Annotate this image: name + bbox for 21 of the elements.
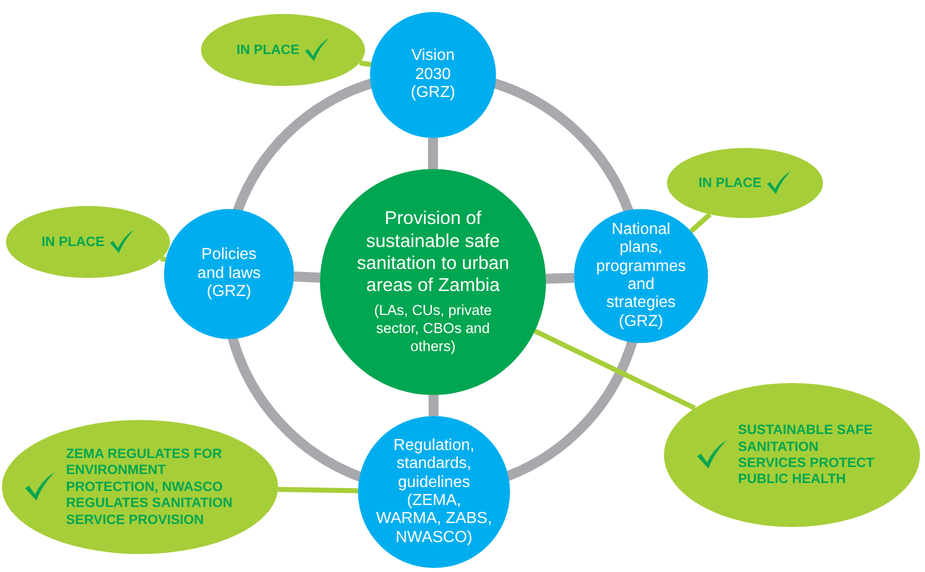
connector-line bbox=[294, 272, 320, 283]
callout-text: IN PLACE bbox=[41, 234, 104, 250]
stakeholder-text: (LAs, CUs, private sector, CBOs and others) bbox=[373, 302, 493, 357]
topic-label: National plans, programmes and strategies (GRZ) bbox=[595, 220, 687, 332]
goal-text: Provision of sustainable safe sanitation to urban areas of Zambia bbox=[356, 207, 510, 296]
callout-tail bbox=[278, 486, 358, 494]
callout-tail bbox=[359, 60, 372, 68]
callout-text: ZEMA REGULATES FOR ENVIRONMENT PROTECTION, NWASCO REGULATES SANITATION SERVICE PROVISION bbox=[66, 446, 234, 528]
topic-label: Policies and laws (GRZ) bbox=[196, 246, 262, 302]
ring-connector bbox=[504, 339, 638, 482]
connector-line bbox=[546, 272, 574, 284]
callout-tail bbox=[534, 328, 696, 410]
callout-text: IN PLACE bbox=[236, 42, 300, 58]
ring-connector bbox=[492, 78, 634, 214]
topic-label: Vision 2030 (GRZ) bbox=[410, 47, 456, 103]
topic-label: Regulation, standards, guidelines (ZEMA, WARMA, ZABS, NWASCO) bbox=[375, 436, 493, 548]
connector-line bbox=[428, 138, 438, 169]
connector-line bbox=[428, 394, 439, 416]
callout-text: SUSTAINABLE SAFE SANITATION SERVICES PROTECT PUBLIC HEALTH bbox=[738, 422, 876, 488]
callout-text: IN PLACE bbox=[698, 174, 762, 192]
callout-tail bbox=[689, 212, 712, 234]
